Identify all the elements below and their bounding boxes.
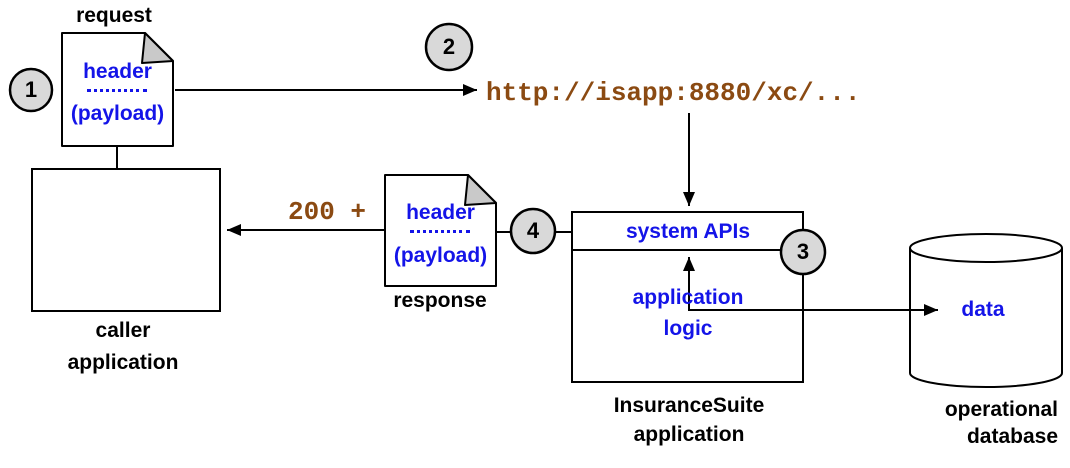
application-logic-line2: logic (663, 317, 713, 340)
response-header-label: header (406, 201, 475, 224)
step-circle-2 (424, 22, 474, 72)
step-circle-4 (509, 207, 557, 255)
response-payload-label: (payload) (393, 244, 488, 267)
data-label: data (961, 298, 1005, 321)
response-header-payload-separator (410, 230, 470, 233)
step-2-number: 2 (442, 34, 456, 59)
insurancesuite-label-line2: application (633, 423, 745, 446)
step-circle-1 (8, 67, 54, 113)
caller-label-line2: application (67, 351, 179, 374)
request-document-fold (141, 32, 174, 64)
insurancesuite-application-box (571, 211, 804, 383)
step-circle-3 (779, 228, 827, 276)
step-1-number: 1 (24, 77, 38, 102)
application-logic-label: application logic (573, 282, 803, 344)
response-document-fold (464, 174, 497, 206)
operational-database-label: operational database (908, 396, 1058, 450)
operational-database-line1: operational (944, 398, 1058, 421)
insurancesuite-application-label: InsuranceSuite application (589, 391, 789, 449)
database-cylinder (909, 248, 1063, 388)
request-header-payload-separator (87, 89, 147, 92)
application-logic-line1: application (632, 286, 744, 309)
request-title: request (76, 4, 152, 27)
request-header-label: header (83, 60, 152, 83)
operational-database-line2: database (966, 425, 1058, 448)
insurancesuite-label-line1: InsuranceSuite (613, 394, 765, 417)
request-payload-label: (payload) (70, 102, 165, 125)
step-3-number: 3 (796, 239, 810, 264)
step-4-number: 4 (526, 218, 540, 243)
response-status-text: 200 + (288, 197, 367, 227)
request-url-text: http://isapp:8880/xc/... (486, 78, 861, 108)
response-title: response (393, 289, 487, 312)
database-cylinder-top (909, 233, 1063, 263)
system-apis-label: system APIs (625, 220, 751, 243)
caller-application-label: caller application (33, 315, 213, 379)
caller-label-line1: caller (95, 319, 151, 342)
caller-application-box (31, 168, 221, 312)
